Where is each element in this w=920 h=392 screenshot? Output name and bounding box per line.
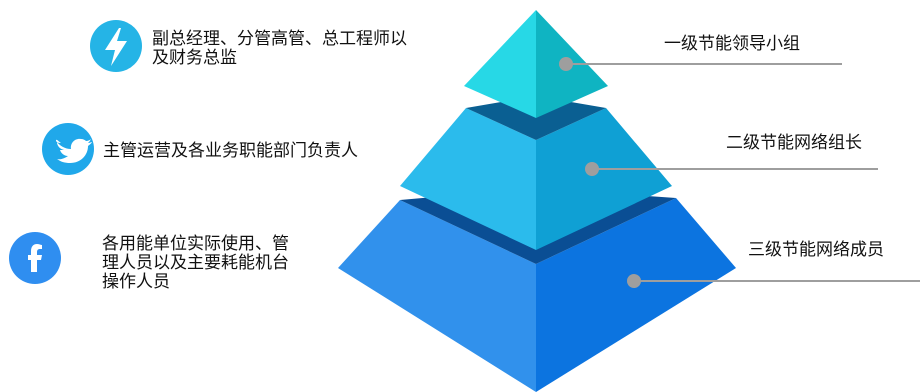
level-2-label: 二级节能网络组长 (726, 133, 862, 153)
level-2-description-line-1: 主管运营及各业务职能部门负责人 (103, 141, 358, 161)
level-1-description-line-1: 副总经理、分管高管、总工程师以 (152, 29, 407, 49)
facebook-icon (9, 232, 61, 284)
tier-2-face-right (536, 108, 672, 250)
tier-2-face-left (400, 108, 536, 250)
level-3-description: 各用能单位实际使用、管 理人员以及主要耗能机台 操作人员 (102, 235, 332, 292)
level-3-label: 三级节能网络成员 (748, 240, 884, 260)
connector-level-1 (559, 57, 842, 71)
connector-level-2 (585, 162, 878, 176)
tier-3-band-right (536, 198, 736, 392)
level-1-description-line-2: 及财务总监 (152, 48, 237, 68)
level-2-description: 主管运营及各业务职能部门负责人 (103, 142, 423, 161)
lightning-bolt-icon (90, 20, 142, 72)
level-3-description-line-2: 理人员以及主要耗能机台 (102, 253, 289, 273)
connector-level-3 (627, 274, 920, 288)
twitter-bird-icon (42, 123, 94, 175)
level-3-description-line-3: 操作人员 (102, 272, 170, 292)
level-1-description: 副总经理、分管高管、总工程师以 及财务总监 (152, 30, 472, 68)
tier-3-band-left (338, 200, 536, 392)
level-1-label: 一级节能领导小组 (664, 34, 800, 54)
level-3-description-line-1: 各用能单位实际使用、管 (102, 234, 289, 254)
tier-1-face-left (464, 10, 536, 118)
